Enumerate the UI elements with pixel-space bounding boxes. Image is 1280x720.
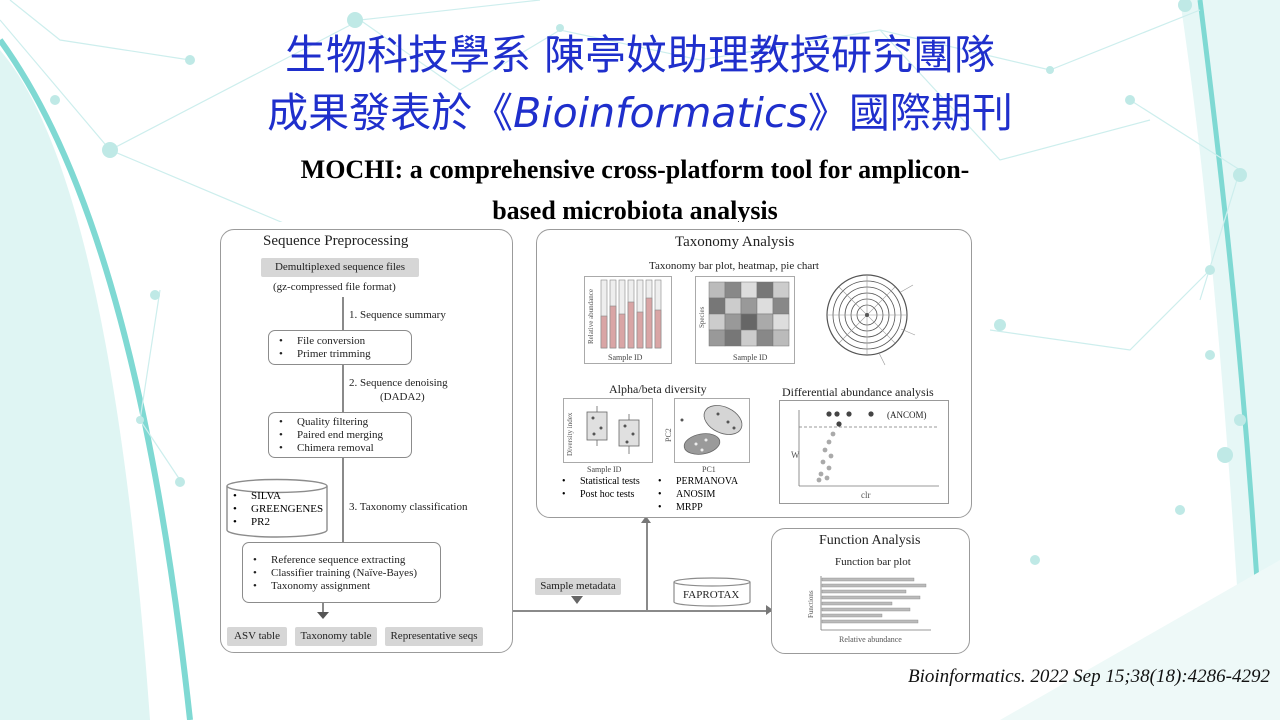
flow-arrow	[342, 458, 344, 542]
alpha-beta-heading: Alpha/beta diversity	[609, 382, 707, 396]
step3-label: 3. Taxonomy classification	[349, 501, 468, 513]
flow-arrow	[342, 365, 344, 412]
taxonomy-bar-plot: Relative abundance Sample ID	[584, 276, 672, 364]
heatmap-xlabel: Sample ID	[733, 353, 768, 362]
database-list: SILVA GREENGENES PR2	[223, 490, 323, 529]
paper-title-line1: MOCHI: a comprehensive cross-platform to…	[300, 155, 970, 184]
heatmap-ylabel: Species	[698, 306, 706, 328]
step-item: Chimera removal	[279, 442, 411, 455]
preprocessing-heading: Sequence Preprocessing	[263, 233, 409, 249]
step2-label: 2. Sequence denoising	[349, 377, 448, 389]
test-item: MRPP	[658, 501, 738, 514]
alpha-test-list: Statistical tests Post hoc tests	[552, 475, 640, 501]
beta-xlabel: PC1	[702, 465, 716, 474]
step-item: Paired end merging	[279, 429, 411, 442]
classification-box: Reference sequence extracting Classifier…	[242, 542, 441, 603]
flow-arrow	[322, 603, 324, 614]
test-item: PERMANOVA	[658, 475, 738, 488]
function-ylabel: Functions	[807, 590, 815, 618]
function-xlabel: Relative abundance	[839, 635, 902, 644]
citation: Bioinformatics. 2022 Sep 15;38(18):4286-…	[907, 666, 1270, 687]
arrow-head-icon	[766, 605, 773, 615]
arrow-head-icon	[571, 596, 583, 604]
differential-abundance-plot: (ANCOM) W clr	[779, 400, 949, 504]
step-item: Classifier training (Naïve-Bayes)	[253, 567, 440, 580]
beta-test-list: PERMANOVA ANOSIM MRPP	[648, 475, 738, 514]
step-item: File conversion	[279, 335, 411, 348]
bar-ylabel: Relative abundance	[587, 289, 595, 344]
diff-xlabel: clr	[861, 490, 871, 500]
test-item: Post hoc tests	[562, 488, 640, 501]
sample-metadata-box: Sample metadata	[535, 578, 621, 595]
alpha-diversity-plot: Diversity index Sample ID	[563, 398, 653, 474]
title-prefix: 成果發表於《	[267, 89, 514, 137]
function-subheading: Function bar plot	[835, 556, 911, 568]
database-item: PR2	[233, 516, 323, 529]
beta-ylabel: PC2	[664, 428, 673, 442]
arrow-head-icon	[317, 612, 329, 619]
test-item: Statistical tests	[562, 475, 640, 488]
step2-sublabel: (DADA2)	[380, 391, 425, 403]
title-suffix: 》國際期刊	[807, 89, 1013, 137]
function-heading: Function Analysis	[819, 533, 921, 548]
alpha-ylabel: Diversity index	[566, 412, 574, 456]
input-files-note: (gz-compressed file format)	[273, 281, 396, 293]
taxonomy-subheading: Taxonomy bar plot, heatmap, pie chart	[649, 260, 819, 272]
flow-arrow	[342, 297, 344, 330]
diff-tag: (ANCOM)	[887, 410, 927, 420]
faprotax-database-icon	[673, 577, 751, 607]
connector-line	[646, 520, 648, 610]
database-item: GREENGENES	[233, 503, 323, 516]
denoising-box: Quality filtering Paired end merging Chi…	[268, 412, 412, 458]
taxonomy-heatmap: Species Sample ID	[695, 276, 795, 364]
connector-line	[513, 610, 771, 612]
function-bar-plot: Functions Relative abundance	[807, 576, 931, 644]
step-item: Quality filtering	[279, 416, 411, 429]
step-item: Reference sequence extracting	[253, 554, 440, 567]
input-files-box: Demultiplexed sequence files	[261, 258, 419, 277]
test-item: ANOSIM	[658, 488, 738, 501]
paper-title-line2: based microbiota analysis	[492, 196, 778, 225]
taxonomy-pie-chart	[826, 274, 916, 366]
faprotax-label: FAPROTAX	[683, 589, 740, 601]
journal-name: Bioinformatics	[513, 89, 808, 137]
differential-heading: Differential abundance analysis	[782, 385, 934, 399]
output-taxonomy-table: Taxonomy table	[295, 627, 377, 646]
slide-title-line1: 生物科技學系 陳亭妏助理教授研究團隊	[284, 31, 996, 79]
database-item: SILVA	[233, 490, 323, 503]
alpha-xlabel: Sample ID	[587, 465, 622, 474]
beta-diversity-plot: PC2 PC1	[664, 398, 750, 474]
output-asv-table: ASV table	[227, 627, 287, 646]
mochi-workflow-figure: Sequence Preprocessing Demultiplexed seq…	[215, 222, 985, 660]
diff-ylabel: W	[791, 450, 800, 460]
arrow-head-icon	[641, 516, 651, 523]
bar-xlabel: Sample ID	[608, 353, 643, 362]
step-item: Primer trimming	[279, 348, 411, 361]
step1-label: 1. Sequence summary	[349, 309, 446, 321]
slide-title-line2: 成果發表於《Bioinformatics》國際期刊	[0, 88, 1280, 138]
output-representative-seqs: Representative seqs	[385, 627, 483, 646]
conversion-box: File conversion Primer trimming	[268, 330, 412, 365]
step-item: Taxonomy assignment	[253, 580, 440, 593]
taxonomy-heading: Taxonomy Analysis	[675, 234, 795, 250]
